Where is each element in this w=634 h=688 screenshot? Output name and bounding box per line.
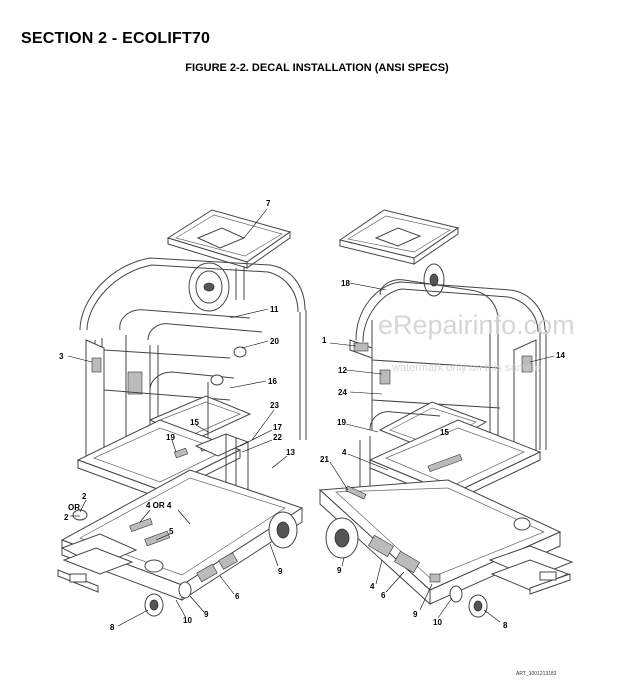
- callout-label: OR: [68, 503, 80, 512]
- callout-label: 15: [190, 418, 199, 427]
- callout-label: 15: [440, 428, 449, 437]
- callout-label: 2: [82, 492, 87, 501]
- callout-label: 1: [322, 336, 327, 345]
- callout-label: 9: [337, 566, 342, 575]
- callout-label: 4: [370, 582, 375, 591]
- callout-label: 12: [338, 366, 347, 375]
- callout-label: 9: [278, 567, 283, 576]
- left-machine-illustration: [57, 209, 307, 617]
- art-number: ART_1001213183: [516, 671, 557, 677]
- callout-label: 19: [166, 433, 175, 442]
- watermark: eRepairinfo.com watermark only on this s…: [378, 310, 575, 374]
- callout-label: 8: [503, 621, 508, 630]
- callout-label: 8: [110, 623, 115, 632]
- callout-label: 20: [270, 337, 279, 346]
- callout-label: 6: [381, 591, 386, 600]
- watermark-site: eRepairinfo.com: [378, 310, 575, 340]
- callout-label: 4: [342, 448, 347, 457]
- callout-label: 21: [320, 455, 329, 464]
- callout-label: 4 OR 4: [146, 501, 172, 510]
- callout-label: 13: [286, 448, 295, 457]
- callout-label: 11: [270, 305, 279, 314]
- callout-label: 3: [59, 352, 64, 361]
- callout-label: 24: [338, 388, 347, 397]
- callout-label: 10: [433, 618, 442, 627]
- right-callouts: 18 1 12 24 14 19 15 21 4 9 4 6 9 10 8: [320, 279, 565, 630]
- callout-label: 7: [266, 199, 271, 208]
- section-title: SECTION 2 - ECOLIFT70: [21, 30, 211, 47]
- callout-label: 9: [413, 610, 418, 619]
- callout-label: 18: [341, 279, 350, 288]
- callout-label: 17: [273, 423, 282, 432]
- callout-label: 2: [64, 513, 69, 522]
- callout-label: 14: [556, 351, 565, 360]
- callout-label: 22: [273, 433, 282, 442]
- callout-label: 9: [204, 610, 209, 619]
- callout-label: 19: [337, 418, 346, 427]
- callout-label: 6: [235, 592, 240, 601]
- watermark-note: watermark only on this sample: [391, 362, 541, 374]
- callout-label: 5: [169, 527, 174, 536]
- right-machine-illustration: [318, 209, 574, 618]
- callout-label: 10: [183, 616, 192, 625]
- callout-label: 23: [270, 401, 279, 410]
- figure-title: FIGURE 2-2. DECAL INSTALLATION (ANSI SPE…: [185, 62, 449, 74]
- left-callouts: 7 11 20 3 16 23 15 17 22 19 13 2 OR 2 4 …: [59, 199, 295, 632]
- callout-label: 16: [268, 377, 277, 386]
